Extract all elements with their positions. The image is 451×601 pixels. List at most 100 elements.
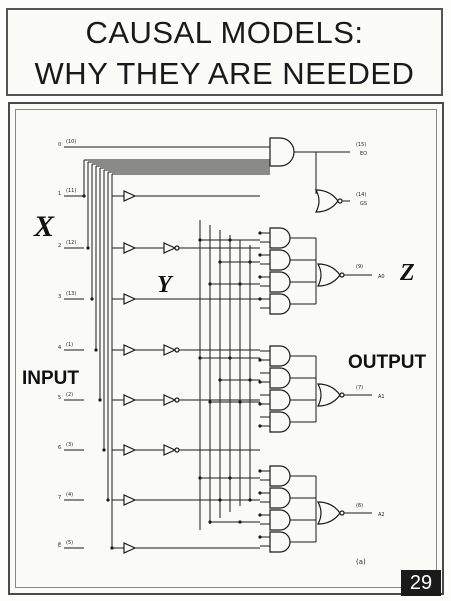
nor-bubble <box>339 272 345 278</box>
junction-dot <box>238 520 242 524</box>
junction-dot <box>258 231 262 235</box>
title-line-2: WHY THEY ARE NEEDED <box>34 56 415 91</box>
input-pin-label: 2 <box>58 243 61 249</box>
a2-and-gate <box>269 531 291 553</box>
junction-dot <box>258 491 262 495</box>
input-pin-label: 1 <box>58 191 61 197</box>
junction-dot <box>258 275 262 279</box>
nor-bubble <box>339 510 345 516</box>
junction-dot <box>228 356 232 360</box>
title-line-1: CAUSAL MODELS: <box>85 15 364 50</box>
a0-nor-gate <box>316 263 341 287</box>
junction-dot <box>102 448 106 452</box>
input-pin-label: 3 <box>58 294 61 300</box>
nor-bubble <box>337 198 343 204</box>
input-buffer <box>123 293 137 305</box>
input-pin-number: (5) <box>66 540 73 546</box>
a1-and-gate <box>269 367 291 389</box>
junction-dot <box>98 398 102 402</box>
junction-dot <box>106 498 110 502</box>
input-pin-label: 0 <box>58 142 61 148</box>
out-pin-label-a2: A2 <box>378 512 385 518</box>
junction-dot <box>258 380 262 384</box>
input-pin-label: 4 <box>58 345 61 351</box>
junction-dot <box>198 476 202 480</box>
out-pin-number-eo: (15) <box>356 142 366 148</box>
junction-dot <box>258 253 262 257</box>
label-z: Z <box>400 260 415 286</box>
junction-dot <box>258 424 262 428</box>
junction-dot <box>258 358 262 362</box>
figure-tag: (a) <box>356 558 366 566</box>
out-pin-label-a1: A1 <box>378 394 385 400</box>
input-inverter <box>163 242 177 254</box>
junction-dot <box>198 238 202 242</box>
junction-dot <box>86 246 90 250</box>
junction-dot <box>90 297 94 301</box>
input-pin-label: 5 <box>58 395 61 401</box>
a0-and-gate <box>269 271 291 293</box>
label-x: X <box>34 210 55 243</box>
out-pin-number-gs: (14) <box>356 192 366 198</box>
junction-dot <box>218 498 222 502</box>
a2-and-gate <box>269 509 291 531</box>
inverter-bubble <box>174 245 180 251</box>
input-buffer <box>123 542 137 554</box>
input-buffer <box>123 444 137 456</box>
input-buffer <box>123 394 137 406</box>
a2-and-gate <box>269 487 291 509</box>
out-pin-number-a1: (7) <box>356 385 363 391</box>
a1-and-gate <box>269 389 291 411</box>
a1-nor-gate <box>316 383 341 407</box>
input-inverter <box>163 444 177 456</box>
junction-dot <box>218 260 222 264</box>
junction-dot <box>248 260 252 264</box>
a1-and-gate <box>269 345 291 367</box>
gs-nor-gate <box>314 189 339 213</box>
junction-dot <box>198 356 202 360</box>
a0-and-gate <box>269 227 291 249</box>
input-buffer <box>123 494 137 506</box>
junction-dot <box>238 400 242 404</box>
junction-dot <box>258 297 262 301</box>
junction-dot <box>248 378 252 382</box>
page-number-badge: 29 <box>401 570 441 596</box>
input-pin-number: (4) <box>66 492 73 498</box>
input-pin-label: E̅ <box>58 542 62 549</box>
input-buffer <box>123 242 137 254</box>
inverter-bubble <box>174 347 180 353</box>
label-output: OUTPUT <box>348 352 427 373</box>
junction-dot <box>258 513 262 517</box>
out-pin-number-a2: (6) <box>356 503 363 509</box>
inverter-bubble <box>174 447 180 453</box>
junction-dot <box>208 520 212 524</box>
out-pin-label-eo: EO <box>360 151 367 157</box>
input-pin-number: (11) <box>66 188 76 194</box>
nor-bubble <box>339 392 345 398</box>
input-pin-number: (12) <box>66 240 76 246</box>
input-buffer <box>123 190 137 202</box>
input-inverter <box>163 344 177 356</box>
junction-dot <box>94 348 98 352</box>
junction-dot <box>258 535 262 539</box>
junction-dot <box>208 282 212 286</box>
a2-nor-gate <box>316 501 341 525</box>
a0-and-gate <box>269 249 291 271</box>
input-pin-label: 7 <box>58 495 61 501</box>
junction-dot <box>218 378 222 382</box>
junction-dot <box>82 194 86 198</box>
input-pin-number: (1) <box>66 342 73 348</box>
label-input: INPUT <box>22 368 79 389</box>
junction-dot <box>258 402 262 406</box>
out-pin-label-gs: GS <box>360 201 367 207</box>
eo-and-gate <box>269 137 295 167</box>
out-pin-label-a0: A0 <box>378 274 385 280</box>
inverter-bubble <box>174 397 180 403</box>
input-buffer <box>123 344 137 356</box>
circuit-panel-inner-border <box>15 109 437 588</box>
junction-dot <box>208 400 212 404</box>
junction-dot <box>238 282 242 286</box>
a0-and-gate <box>269 293 291 315</box>
